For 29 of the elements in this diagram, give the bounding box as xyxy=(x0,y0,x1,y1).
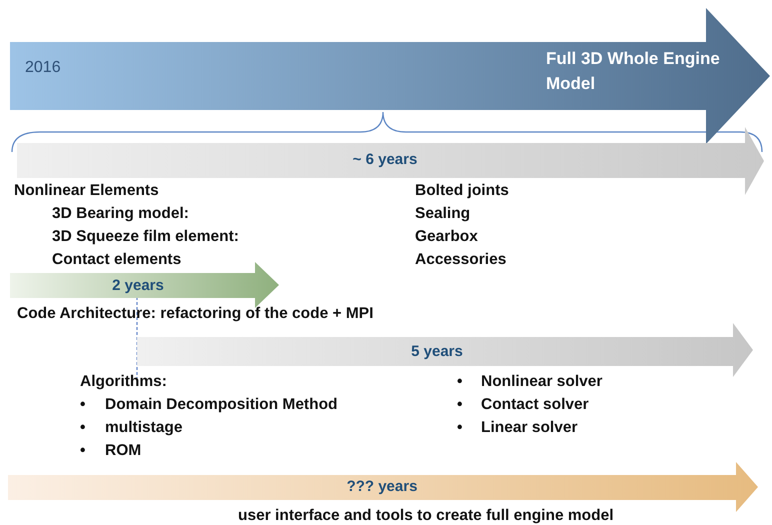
bullet-marker: • xyxy=(457,418,462,438)
bullet-marker: • xyxy=(457,395,462,415)
item-label: Nonlinear Elements xyxy=(14,181,159,201)
item-label: Contact solver xyxy=(481,395,589,415)
item-label: multistage xyxy=(105,418,183,438)
bullet-marker: • xyxy=(80,441,86,461)
duration-label: 5 years xyxy=(411,342,463,362)
item-label: Code Architecture: refactoring of the code + MPI xyxy=(17,304,374,324)
item-label: Domain Decomposition Method xyxy=(105,395,338,415)
duration-label: ~ 6 years xyxy=(352,150,418,170)
item-label: Bolted joints xyxy=(415,181,509,201)
item-label: Gearbox xyxy=(415,227,478,247)
item-label: user interface and tools to create full engine model xyxy=(238,506,614,525)
item-label: Contact elements xyxy=(52,250,182,270)
goal-label: Full 3D Whole Engine Model xyxy=(546,48,721,95)
item-label: 3D Squeeze film element: xyxy=(52,227,239,247)
item-label: Accessories xyxy=(415,250,506,270)
item-label: Sealing xyxy=(415,204,470,224)
item-label: Algorithms: xyxy=(80,372,167,392)
duration-label: 2 years xyxy=(112,276,164,296)
item-label: 3D Bearing model: xyxy=(52,204,189,224)
item-label: Linear solver xyxy=(481,418,578,438)
bullet-marker: • xyxy=(80,395,86,415)
item-label: Nonlinear solver xyxy=(481,372,602,392)
year-label: 2016 xyxy=(25,58,61,78)
item-label: ROM xyxy=(105,441,142,461)
duration-label: ??? years xyxy=(346,477,418,497)
bullet-marker: • xyxy=(80,418,86,438)
bullet-marker: • xyxy=(457,372,462,392)
